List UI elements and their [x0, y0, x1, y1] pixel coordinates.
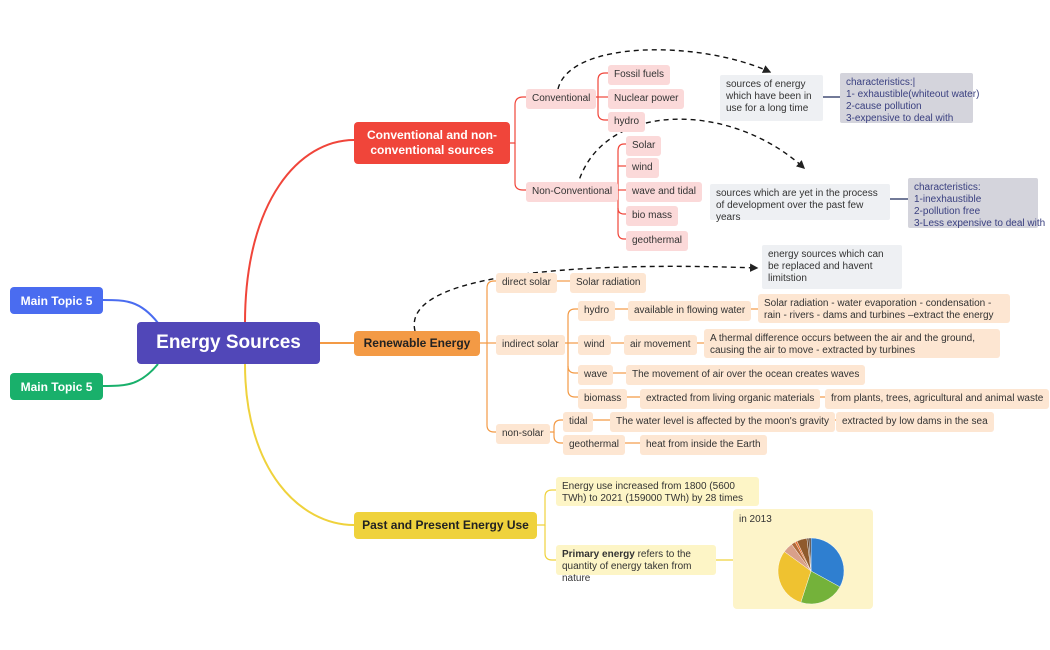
side-topic-2[interactable]: Main Topic 5 — [10, 373, 103, 400]
earth-heat-node[interactable]: heat from inside the Earth — [640, 435, 767, 455]
tidal-node[interactable]: tidal — [563, 412, 594, 432]
conventional-characteristics[interactable]: characteristics:| 1- exhaustible(whiteou… — [840, 73, 980, 124]
indirect-wave-node[interactable]: wave — [578, 365, 614, 385]
pie-slice-hydro — [808, 537, 812, 572]
direct-solar-node[interactable]: direct solar — [496, 273, 557, 293]
wave-tidal-node[interactable]: wave and tidal — [626, 182, 702, 202]
side-topic-1[interactable]: Main Topic 5 — [10, 287, 103, 314]
branch-conventional[interactable]: Conventional and non-conventional source… — [354, 122, 510, 164]
conventional-node[interactable]: Conventional — [526, 89, 597, 109]
moon-gravity-node[interactable]: The water level is affected by the moon'… — [610, 412, 835, 432]
branch-past-present-label: Past and Present Energy Use — [362, 518, 529, 532]
hydro-node[interactable]: hydro — [608, 112, 646, 132]
nonconv-char-line-1: 1-inexhaustible — [914, 194, 982, 205]
geothermal-nonsolar-node[interactable]: geothermal — [563, 435, 626, 455]
conventional-note[interactable]: sources of energy which have been in use… — [720, 75, 823, 121]
branch-renewable-label: Renewable Energy — [363, 336, 471, 350]
biomass-node[interactable]: bio mass — [626, 206, 679, 226]
branch-conventional-label: Conventional and non-conventional source… — [367, 128, 497, 157]
branch-renewable[interactable]: Renewable Energy — [354, 331, 480, 356]
conv-char-line-3: 3-expensive to deal with — [846, 113, 954, 124]
nonconv-char-line-2: 2-pollution free — [914, 206, 981, 217]
indirect-hydro-node[interactable]: hydro — [578, 301, 616, 321]
indirect-solar-node[interactable]: indirect solar — [496, 335, 565, 355]
non-conventional-node[interactable]: Non-Conventional — [526, 182, 619, 202]
organic-materials-node[interactable]: extracted from living organic materials — [640, 389, 821, 409]
nuclear-power-node[interactable]: Nuclear power — [608, 89, 685, 109]
branch-past-present[interactable]: Past and Present Energy Use — [354, 512, 537, 539]
fossil-fuels-node[interactable]: Fossil fuels — [608, 65, 671, 85]
pie-slice-coal — [777, 551, 812, 603]
solar-node[interactable]: Solar — [626, 136, 662, 156]
indirect-wind-node[interactable]: wind — [578, 335, 611, 355]
energy-use-node[interactable]: Energy use increased from 1800 (5600 TWh… — [556, 477, 759, 506]
wind-process-node[interactable]: A thermal difference occurs between the … — [704, 329, 1000, 358]
wave-process-node[interactable]: The movement of air over the ocean creat… — [626, 365, 866, 385]
nonconv-char-title: characteristics: — [914, 182, 981, 193]
renewable-note[interactable]: energy sources which can be replaced and… — [762, 245, 902, 289]
air-movement-node[interactable]: air movement — [624, 335, 697, 355]
flowing-water-node[interactable]: available in flowing water — [628, 301, 752, 321]
pie-slice-petroleum — [810, 537, 845, 588]
primary-energy-term: Primary energy — [562, 549, 635, 560]
geothermal-node[interactable]: geothermal — [626, 231, 689, 251]
biomass-sources-node[interactable]: from plants, trees, agricultural and ani… — [825, 389, 1050, 409]
non-conventional-note[interactable]: sources which are yet in the process of … — [710, 184, 890, 223]
pie-chart — [777, 537, 845, 605]
side-topic-1-label: Main Topic 5 — [20, 293, 93, 308]
pie-chart-title: in 2013 — [739, 514, 772, 525]
root-topic[interactable]: Energy Sources — [137, 322, 320, 364]
conv-char-line-2: 2-cause pollution — [846, 101, 922, 112]
wind-node[interactable]: wind — [626, 158, 659, 178]
pie-slice-gas — [800, 570, 841, 605]
primary-energy-definition: refers to the quantity of energy taken f… — [562, 549, 692, 584]
nonconv-char-line-3: 3-Less expensive to deal with — [914, 218, 1046, 229]
solar-radiation-node[interactable]: Solar radiation — [570, 273, 647, 293]
non-solar-node[interactable]: non-solar — [496, 424, 550, 444]
low-dams-node[interactable]: extracted by low dams in the sea — [836, 412, 994, 432]
non-conventional-characteristics[interactable]: characteristics: 1-inexhaustible 2-pollu… — [908, 178, 1046, 229]
conv-char-line-1: 1- exhaustible(whiteout water) — [846, 89, 980, 100]
conv-char-title: characteristics:| — [846, 77, 916, 88]
side-topic-2-label: Main Topic 5 — [20, 379, 93, 394]
primary-energy-node[interactable]: Primary energy refers to the quantity of… — [556, 545, 716, 584]
hydro-process-node[interactable]: Solar radiation - water evaporation - co… — [758, 294, 1010, 323]
pie-chart-card[interactable]: in 2013 — [733, 509, 873, 609]
root-topic-label: Energy Sources — [156, 332, 301, 353]
indirect-biomass-node[interactable]: biomass — [578, 389, 628, 409]
